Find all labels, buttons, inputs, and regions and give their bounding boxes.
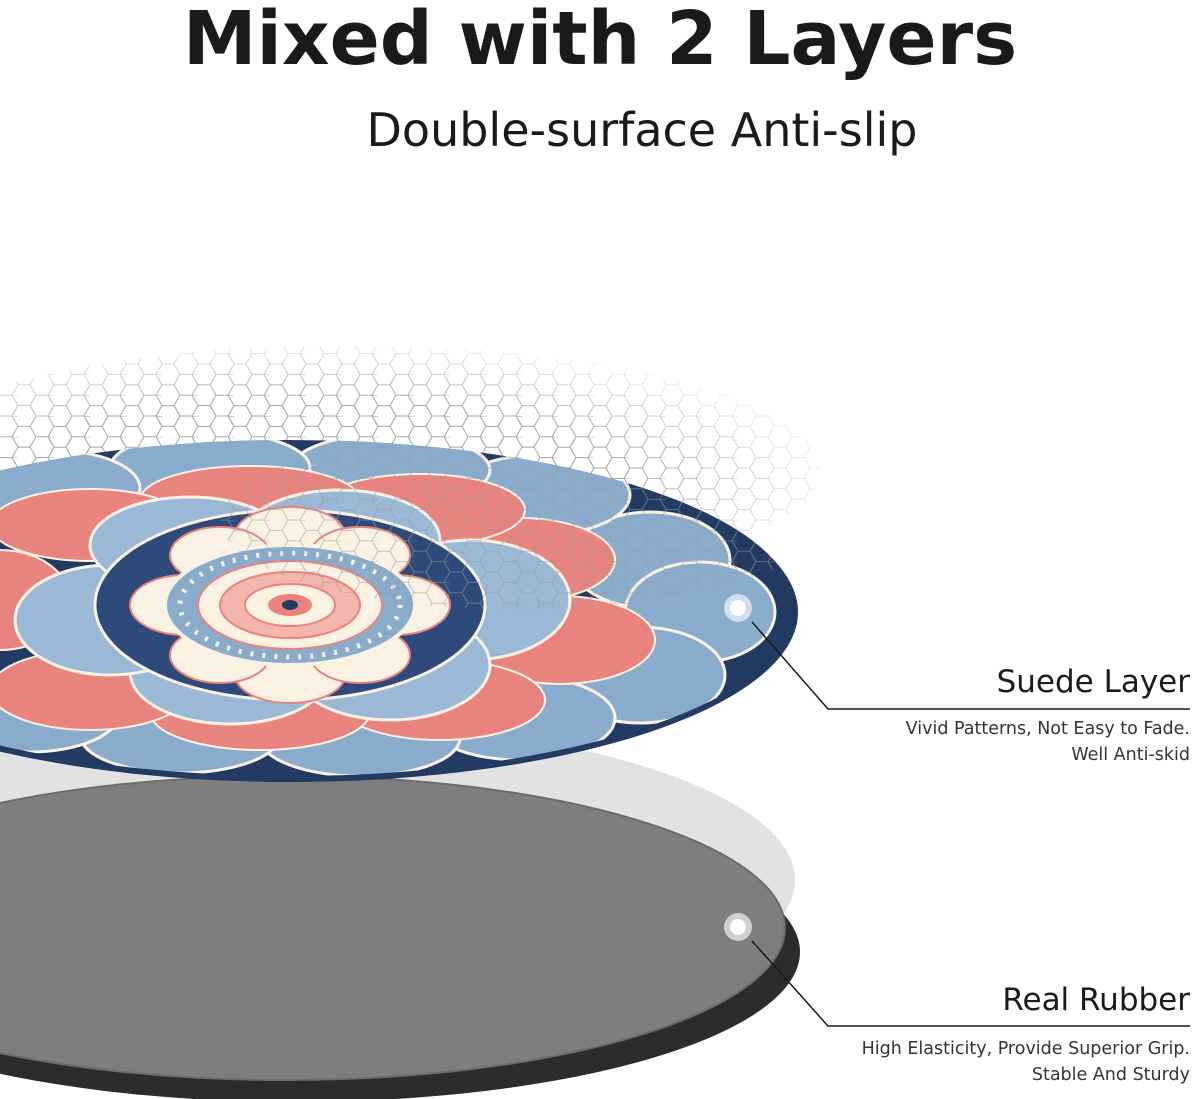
page-title: Mixed with 2 Layers bbox=[182, 0, 1018, 82]
rubber-layer-disc bbox=[0, 720, 800, 1099]
suede-layer-label: Suede Layer bbox=[996, 664, 1190, 700]
rubber-layer-description: High Elasticity, Provide Superior Grip. … bbox=[862, 1036, 1190, 1088]
rubber-layer-desc-line-1: High Elasticity, Provide Superior Grip. bbox=[861, 1039, 1190, 1059]
suede-layer-desc-line-1: Vivid Patterns, Not Easy to Fade. bbox=[905, 719, 1190, 739]
page-subtitle: Double-surface Anti-slip bbox=[366, 103, 918, 157]
rubber-layer-desc-line-2: Stable And Sturdy bbox=[1031, 1065, 1190, 1085]
suede-layer-callout bbox=[724, 594, 1190, 710]
rubber-layer-label: Real Rubber bbox=[1002, 982, 1190, 1018]
rubber-layer-callout bbox=[724, 913, 1190, 1027]
suede-layer-desc-line-2: Well Anti-skid bbox=[1071, 745, 1190, 765]
suede-layer-disc bbox=[0, 440, 798, 782]
suede-layer-description: Vivid Patterns, Not Easy to Fade. Well A… bbox=[906, 716, 1190, 768]
